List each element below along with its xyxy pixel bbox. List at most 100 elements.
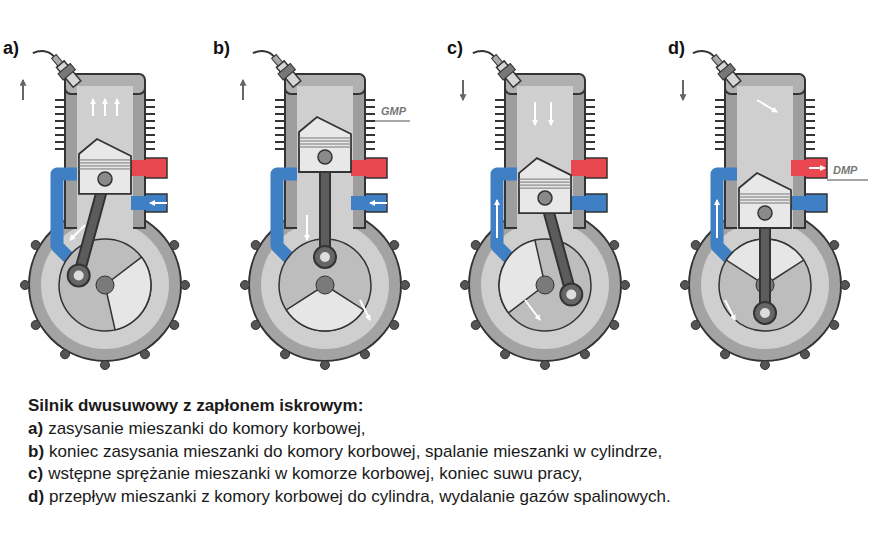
intake-port	[585, 194, 607, 212]
bolt	[610, 241, 619, 250]
crank-pin	[68, 264, 90, 286]
flow-arrow	[757, 100, 777, 112]
crank-pin-hole	[74, 270, 84, 280]
crank-pin	[314, 246, 336, 268]
counterweight	[499, 240, 545, 313]
bolt	[721, 350, 730, 359]
bolt	[841, 281, 850, 290]
caption-heading: Silnik dwusuwowy z zapłonem iskrowym:	[28, 396, 363, 416]
bolt	[361, 350, 370, 359]
intake-port	[365, 194, 387, 212]
bolt	[830, 241, 839, 250]
flow-arrow	[725, 300, 735, 320]
main-journal	[536, 276, 554, 294]
ignition-wire	[693, 44, 714, 65]
intake-opening	[131, 196, 147, 210]
piston	[519, 158, 571, 213]
exhaust-opening	[131, 160, 147, 176]
caption-letter: b)	[28, 442, 44, 462]
main-journal	[96, 276, 114, 294]
bolt	[681, 281, 690, 290]
piston-ring	[739, 203, 791, 204]
bolt	[31, 241, 40, 250]
ignition-arrow	[682, 80, 684, 100]
caption-text: koniec zasysania mieszanki do komory kor…	[49, 442, 662, 462]
bolt	[801, 350, 810, 359]
intake-opening	[571, 196, 587, 210]
caption-letter: d)	[28, 487, 44, 507]
piston-pin	[318, 150, 332, 164]
cylinder-bore	[77, 92, 133, 242]
ignition-wire	[473, 44, 494, 65]
exhaust-port	[365, 158, 387, 178]
combustion-chamber	[297, 86, 353, 96]
crank-disc	[59, 239, 151, 331]
flow-arrow	[496, 200, 498, 238]
bolt	[761, 361, 770, 370]
combustion-chamber	[517, 86, 573, 96]
exhaust-opening	[571, 160, 587, 176]
bolt	[621, 281, 630, 290]
flow-arrow	[370, 202, 387, 204]
bolt	[581, 350, 590, 359]
flow-arrow	[70, 225, 85, 240]
intake-port	[145, 194, 167, 212]
bolt	[390, 321, 399, 330]
piston-ring	[79, 168, 131, 169]
flow-arrow	[116, 99, 118, 116]
engine-figure	[241, 39, 410, 369]
exhaust-port	[145, 158, 167, 178]
bolt	[541, 361, 550, 370]
flow-arrow	[104, 99, 106, 116]
piston-ring	[79, 162, 131, 163]
piston-ring	[79, 165, 131, 166]
transfer-channel	[497, 174, 517, 258]
crank-disc	[499, 239, 591, 331]
crank-pin-hole	[320, 252, 330, 262]
ignition-wire	[253, 44, 274, 65]
intake-opening	[791, 196, 807, 210]
bolt	[830, 321, 839, 330]
bolt	[170, 321, 179, 330]
combustion-chamber	[737, 86, 793, 96]
bolt	[181, 281, 190, 290]
flow-arrow	[306, 215, 308, 240]
position-label: GMP	[380, 105, 407, 118]
bolt	[471, 321, 480, 330]
piston-ring	[519, 179, 571, 180]
plug-hex	[718, 64, 735, 80]
piston	[79, 139, 131, 194]
engine-figure	[681, 39, 850, 369]
plug-hex	[278, 64, 295, 80]
bolt	[170, 241, 179, 250]
bolt	[241, 281, 250, 290]
bolt	[31, 321, 40, 330]
engine-figure	[461, 39, 630, 369]
flow-arrow	[809, 167, 825, 169]
bolt	[61, 350, 70, 359]
crank-pin	[560, 284, 582, 306]
flow-arrow	[716, 200, 718, 238]
piston-ring	[519, 188, 571, 189]
bolt	[251, 241, 260, 250]
plug-hex	[58, 64, 75, 80]
piston	[299, 117, 351, 172]
bolt	[390, 241, 399, 250]
combustion-chamber	[77, 86, 133, 96]
exhaust-opening	[351, 160, 367, 176]
counterweight	[105, 257, 151, 330]
bolt	[471, 241, 480, 250]
bolt	[281, 350, 290, 359]
crank-pin-hole	[760, 308, 770, 318]
piston-ring	[299, 138, 351, 139]
caption-text: zasysanie mieszanki do komory korbowej,	[48, 419, 365, 439]
caption-text: wstępne sprężanie mieszanki w komorze ko…	[48, 464, 582, 484]
exhaust-port	[805, 158, 827, 178]
figure-letter: a)	[3, 38, 19, 60]
dead-centre-line	[827, 179, 868, 181]
piston-pin	[538, 191, 552, 205]
flow-arrow	[92, 99, 94, 116]
piston-ring	[519, 185, 571, 186]
bolt	[691, 321, 700, 330]
piston-ring	[79, 159, 131, 160]
